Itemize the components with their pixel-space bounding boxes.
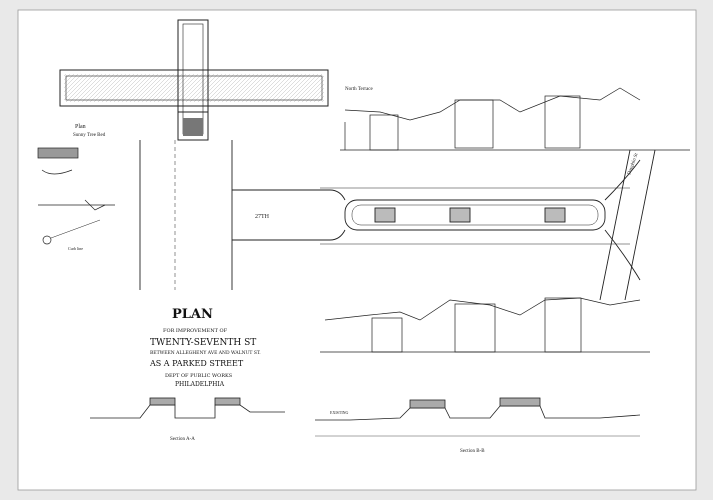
tree-bed-plan	[59, 19, 329, 141]
twenty-seventh-label: 27TH	[255, 214, 270, 220]
left-details	[37, 147, 115, 245]
title-line-2: TWENTY-SEVENTH ST	[150, 338, 256, 348]
section-a	[90, 397, 285, 419]
title-line-3: BETWEEN ALLEGHENY AVE AND WALNUT ST.	[150, 350, 261, 356]
lower-elevation	[320, 297, 650, 353]
city: PHILADELPHIA	[175, 381, 225, 388]
plan-left-label: Plan	[75, 124, 86, 130]
plan-left-sub: Sunny Tree Bed	[73, 133, 106, 138]
paper-border	[17, 9, 697, 491]
north-terrace-elevation	[340, 87, 690, 151]
section-a-label: Section A-A	[170, 437, 195, 442]
north-terrace-label: North Terrace	[345, 87, 374, 92]
street-plan	[139, 140, 656, 301]
title-line-1: FOR IMPROVEMENT OF	[163, 328, 228, 334]
existing-label: EXISTING	[330, 410, 349, 415]
section-b	[315, 397, 641, 437]
section-b-label: Section B-B	[460, 449, 485, 454]
title-main: PLAN	[172, 307, 213, 322]
department: DEPT OF PUBLIC WORKS	[165, 373, 233, 379]
curb-note: Curb line	[68, 246, 83, 251]
title-line-4: AS A PARKED STREET	[149, 359, 244, 368]
